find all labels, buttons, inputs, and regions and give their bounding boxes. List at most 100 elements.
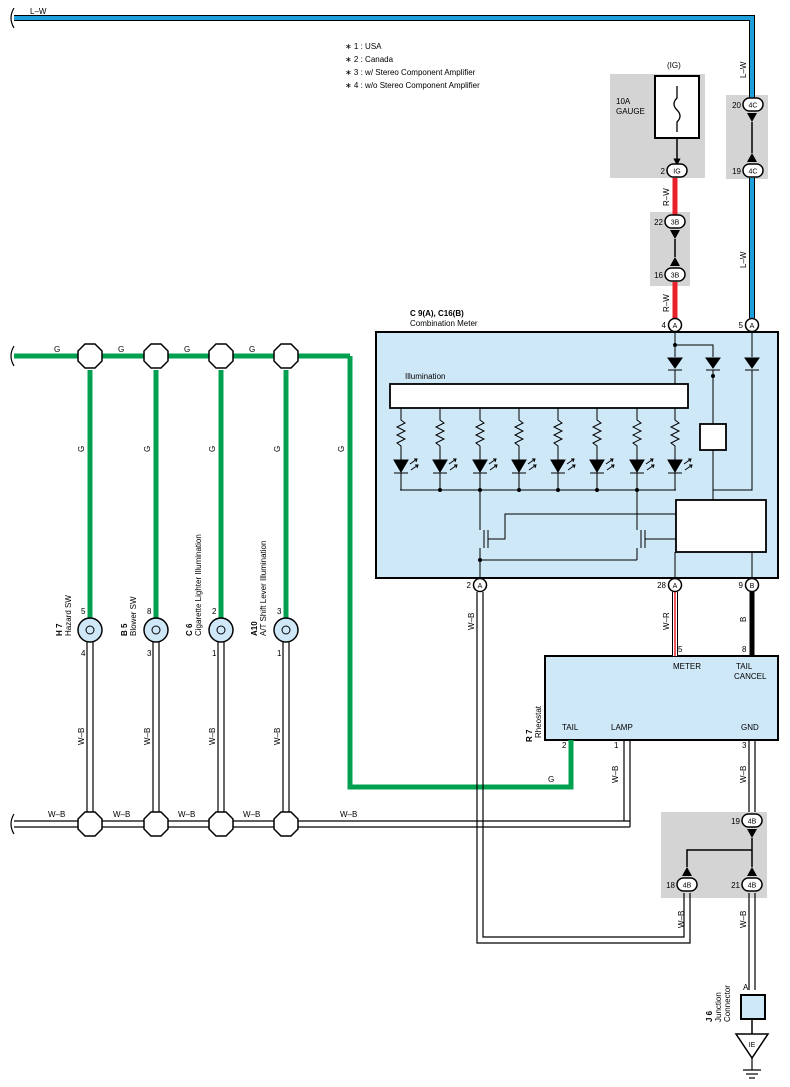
label-rw-b: R–W: [662, 294, 671, 312]
meter-illumination-label: Illumination: [405, 372, 445, 381]
ground-ie-label: IE: [749, 1042, 756, 1049]
junction-connector-j6: [734, 994, 770, 1079]
conn-3b-22-pin: 22: [654, 218, 663, 227]
label-b: B: [739, 617, 748, 622]
led-leg-3: [472, 408, 498, 490]
conn-4c-20-label: 4C: [749, 103, 758, 110]
bulb-h7: [77, 617, 103, 643]
label-wb-18: W–B: [677, 911, 686, 928]
label-wb-bus-3: W–B: [178, 810, 195, 819]
illumination-bar: [389, 383, 689, 409]
pin-a2: [472, 577, 488, 593]
bulb-a10-id: A10: [250, 621, 259, 636]
label-lw-a: L–W: [739, 61, 748, 78]
conn-3b-16: [664, 267, 686, 282]
splice-points: [77, 343, 299, 837]
conn-4c-20: [742, 97, 764, 112]
meter-pin-28: 28: [657, 581, 666, 590]
bulb-a10: [273, 617, 299, 643]
label-wb-bus-5: W–B: [340, 810, 357, 819]
label-g-top-1: G: [54, 345, 60, 354]
splice-g-4: [273, 343, 299, 369]
bulb-b5-id: B 5: [120, 623, 129, 636]
pin-a5-label: A: [750, 323, 755, 330]
pin-b9: [744, 577, 760, 593]
lw-wire: [14, 15, 755, 318]
label-wb-meter2: W–B: [467, 613, 476, 630]
conn-ig-pin: 2: [661, 167, 666, 176]
junction-pin: A: [743, 983, 749, 992]
bulb-b5-pin-bottom: 3: [147, 649, 152, 658]
label-wb-vert-4: W–B: [273, 728, 282, 745]
bulb-a10-name: A/T Shift Lever Illumination: [259, 541, 268, 636]
meter-pins: [472, 317, 760, 593]
led-leg-7: [629, 408, 655, 490]
rheostat-box: [544, 655, 779, 741]
label-g-top-2: G: [118, 345, 124, 354]
label-lw-top: L–W: [30, 7, 47, 16]
conn-4c-19-label: 4C: [749, 169, 758, 176]
label-wb-lamp: W–B: [611, 766, 620, 783]
conn-4b-19-pin: 19: [731, 817, 740, 826]
meter-led-array: [393, 408, 693, 490]
wire-break-left-top: [10, 7, 15, 29]
conn-3b-22-label: 3B: [671, 220, 680, 227]
conn-4c-19: [742, 163, 764, 178]
conn-4b-18-pin: 18: [666, 881, 675, 890]
led-leg-6: [589, 408, 615, 490]
rheostat-gnd: GND: [741, 723, 759, 732]
junction-name-2: Connector: [723, 985, 732, 1022]
label-wb-vert-2: W–B: [143, 728, 152, 745]
rheostat-pin-5: 5: [678, 645, 683, 654]
led-leg-1: [393, 408, 419, 490]
led-leg-2: [432, 408, 458, 490]
conn-4b-18-label: 4B: [683, 883, 692, 890]
bulb-b5-pin-top: 8: [147, 607, 152, 616]
g-wire: [14, 353, 574, 790]
rheostat-pin-1: 1: [614, 741, 619, 750]
label-wb-bus-1: W–B: [48, 810, 65, 819]
pin-a5: [744, 317, 760, 333]
fuse-name: GAUGE: [616, 107, 645, 116]
connector-arrows: [670, 113, 757, 876]
pin-a28-label: A: [673, 583, 678, 590]
label-g-vert-2: G: [143, 446, 152, 452]
label-rw-a: R–W: [662, 188, 671, 206]
rheostat-id: R 7: [525, 729, 534, 742]
meter-junction-dots: [438, 343, 715, 562]
label-wb-bus-4: W–B: [243, 810, 260, 819]
rheostat-pin-3: 3: [742, 741, 747, 750]
bulb-c6-pin-bottom: 1: [212, 649, 217, 658]
label-wb-vert-3: W–B: [208, 728, 217, 745]
label-wb-bus-2: W–B: [113, 810, 130, 819]
rheostat-meter: METER: [673, 662, 701, 671]
rheostat-tail-cancel-2: CANCEL: [734, 672, 767, 681]
bulb-c6-id: C 6: [185, 623, 194, 636]
junction-id: J 6: [705, 1010, 714, 1022]
ground-ie-icon: [734, 1033, 770, 1060]
bulb-b5-name: Blower SW: [129, 596, 138, 636]
led-leg-8: [667, 408, 693, 490]
pin-a28: [667, 577, 683, 593]
splice-g-1: [77, 343, 103, 369]
bulb-b5: [143, 617, 169, 643]
note-1: ∗ 1 : USA: [345, 42, 382, 51]
rheostat-tail: TAIL: [562, 723, 579, 732]
conn-ig-label: IG: [673, 169, 680, 176]
conn-4c-19-pin: 19: [732, 167, 741, 176]
label-g-vert-1: G: [77, 446, 86, 452]
wb-wires: [14, 592, 756, 990]
label-wb-21: W–B: [739, 911, 748, 928]
label-g-top-3: G: [184, 345, 190, 354]
conn-4b-19-label: 4B: [748, 819, 757, 826]
bulb-c6-name: Cigarette Lighter Illumination: [194, 534, 203, 636]
meter-name: Combination Meter: [410, 319, 478, 328]
meter-pin-2: 2: [467, 581, 472, 590]
bulb-c6: [208, 617, 234, 643]
pin-a2-label: A: [478, 583, 483, 590]
rheostat-lamp: LAMP: [611, 723, 633, 732]
fuse-rating: 10A: [616, 97, 631, 106]
led-leg-5: [550, 408, 576, 490]
rheostat-pin-2: 2: [562, 741, 567, 750]
led-leg-4: [511, 408, 537, 490]
